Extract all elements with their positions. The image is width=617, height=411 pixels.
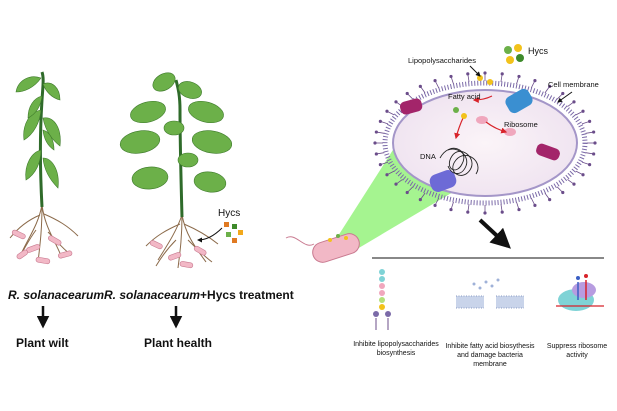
lps-spike-tip xyxy=(572,100,576,104)
plant1-outcome: Plant wilt xyxy=(16,336,69,350)
lps-spike-tip xyxy=(433,203,437,207)
wilted-plant xyxy=(9,71,79,265)
lps-spike-tip xyxy=(593,141,597,145)
inhibition-arrow xyxy=(472,95,493,103)
fatty-acid-channel xyxy=(505,88,533,114)
membrane-label-arrow xyxy=(557,91,573,103)
lps-spike-tip xyxy=(581,173,585,177)
ribosome-label: Ribosome xyxy=(504,120,538,129)
lps-spike-tip xyxy=(483,211,487,215)
lps-spike-tip xyxy=(483,71,487,75)
wilted-plant-leaves xyxy=(15,76,61,189)
lps-spike-tip xyxy=(378,119,382,123)
lps-spike-tip xyxy=(548,198,552,202)
plant2-caption: R. solanacearum+Hycs treatment xyxy=(104,288,294,302)
hycs-label: Hycs xyxy=(528,46,548,56)
lps-spike-tip xyxy=(533,79,537,83)
lps-spike-tip xyxy=(561,190,565,195)
hycs-dot xyxy=(487,79,493,85)
lps-spike-tip xyxy=(449,74,453,79)
lps-spike-tip xyxy=(449,207,453,212)
plant1-caption: R. solanacearum xyxy=(8,288,105,302)
lps-spike-tip xyxy=(373,141,377,145)
treatment-label: Hycs xyxy=(218,208,241,219)
inhibition-arrow xyxy=(485,121,508,134)
hycs-treatment-arrow xyxy=(197,227,223,243)
lps-chain-icon xyxy=(373,269,391,330)
membrane-protein xyxy=(429,170,457,192)
cell-membrane-label: Cell membrane xyxy=(548,80,599,89)
ribosome-icon xyxy=(556,274,604,311)
lps-spike-tip xyxy=(592,152,596,156)
lps-spike-tip xyxy=(572,182,576,186)
mechanism-1-label: Inhibite lipopolysaccharides biosynthesi… xyxy=(353,341,439,357)
lps-spike-tip xyxy=(500,72,504,76)
lipopolysaccharide-spikes xyxy=(373,71,597,215)
lps-spike-tip xyxy=(588,119,592,123)
membrane-protein xyxy=(536,143,560,161)
healthy-plant-roots xyxy=(145,214,219,269)
lps-spike-tip xyxy=(405,91,409,96)
lps-spike-tip xyxy=(418,84,422,88)
lps-spike-tip xyxy=(394,182,398,186)
plant2-outcome: Plant health xyxy=(144,336,213,350)
healthy-plant-stem xyxy=(174,79,184,218)
lps-spike-tip xyxy=(374,130,378,134)
membrane-pore-icon xyxy=(456,278,524,309)
mechanism-3-label: Suppress ribosome activity xyxy=(546,343,608,359)
mechanism-arrow xyxy=(478,218,511,249)
fatty-acid-label: Fatty acid xyxy=(448,92,481,101)
membrane-protein xyxy=(399,98,423,115)
lps-spike-tip xyxy=(433,79,437,83)
plant2-caption-treatment: +Hycs treatment xyxy=(200,288,294,302)
cell-wall-outer xyxy=(382,80,588,206)
lps-spike-tip xyxy=(592,130,596,134)
lps-spike-tip xyxy=(533,203,537,207)
lps-spike-tip xyxy=(517,207,521,212)
healthy-plant-bacteria xyxy=(149,240,207,269)
healthy-plant xyxy=(119,72,243,269)
lps-spike-tip xyxy=(500,210,504,214)
plant2-caption-pathogen: R. solanacearum xyxy=(104,288,201,302)
wilted-plant-stem xyxy=(39,71,45,208)
lps-spike-tip xyxy=(466,72,470,76)
mechanism-2-label: Inhibite fatty acid biosythesis and dama… xyxy=(445,343,535,368)
wilted-plant-bacteria xyxy=(11,229,73,265)
lps-spike-tip xyxy=(588,163,592,167)
healthy-plant-leaves xyxy=(119,72,233,193)
wilted-plant-roots xyxy=(9,204,79,263)
lps-spike-tip xyxy=(466,210,470,214)
lps-label: Lipopolysaccharides xyxy=(408,56,476,65)
bacterium xyxy=(285,233,360,263)
lps-label-arrow xyxy=(469,65,481,77)
lps-spike-tip xyxy=(581,109,585,113)
lps-spike-tip xyxy=(385,109,389,113)
cell-cytoplasm xyxy=(392,89,578,197)
lps-spike-tip xyxy=(394,100,398,104)
dna-coil xyxy=(439,147,479,176)
cell xyxy=(373,71,597,215)
hycs-dot xyxy=(453,107,459,113)
lps-spike-tip xyxy=(378,163,382,167)
hycs-treatment-squares xyxy=(224,222,243,243)
lps-spike-tip xyxy=(517,74,521,79)
ribosome xyxy=(476,116,488,124)
lps-spike-tip xyxy=(548,84,552,88)
lps-spike-tip xyxy=(405,190,409,195)
lps-spike-tip xyxy=(385,173,389,177)
hycs-legend-dots xyxy=(504,44,524,64)
hycs-dot xyxy=(461,113,467,119)
lps-spike-tip xyxy=(561,91,565,96)
lps-spike-tip xyxy=(374,152,378,156)
lps-spike-tip xyxy=(418,198,422,202)
dna-label: DNA xyxy=(420,152,436,161)
